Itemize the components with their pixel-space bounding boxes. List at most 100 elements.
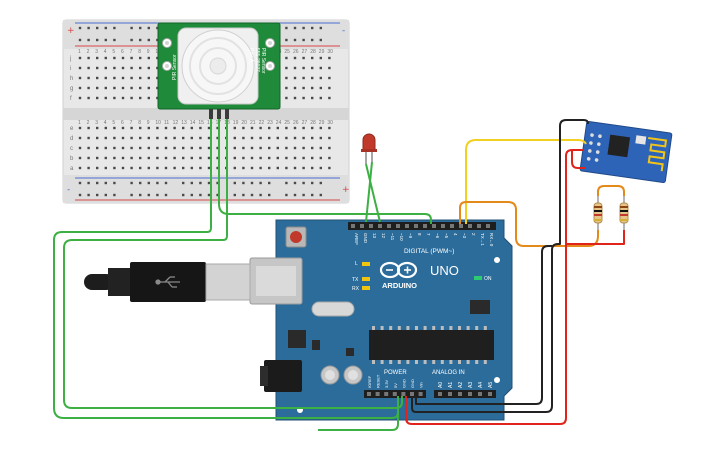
digital-pin-socket[interactable] xyxy=(468,224,472,228)
digital-pin-socket[interactable] xyxy=(423,224,427,228)
bb-hole xyxy=(121,96,125,100)
bb-col-number: 2 xyxy=(87,120,90,126)
wire-orange-resistor[interactable] xyxy=(597,185,625,196)
power-pin-socket[interactable] xyxy=(384,392,389,396)
power-pin-socket[interactable] xyxy=(410,392,414,396)
arduino-model: UNO xyxy=(430,263,459,278)
power-pin-socket[interactable] xyxy=(392,392,397,396)
digital-pin-socket[interactable] xyxy=(441,224,445,228)
wire-black-gnd-2[interactable] xyxy=(415,245,552,405)
bb-hole xyxy=(96,156,99,160)
pir-pin-2[interactable] xyxy=(217,109,221,119)
analog-pin-socket[interactable] xyxy=(438,392,442,396)
wire-green-pir-vcc[interactable] xyxy=(63,119,403,409)
bb-hole xyxy=(87,136,90,140)
power-pin-label: IOREF xyxy=(367,375,372,388)
bb-rail-hole xyxy=(113,181,116,185)
wire-black-gnd[interactable] xyxy=(411,119,589,413)
power-pin-socket[interactable] xyxy=(401,392,406,396)
digital-pin-socket[interactable] xyxy=(387,224,391,228)
wire-green-pir-signal[interactable] xyxy=(218,119,432,224)
analog-pin-socket[interactable] xyxy=(448,392,452,396)
wire-green-pir-gnd[interactable] xyxy=(53,119,399,419)
digital-pin-label: ~3 xyxy=(462,233,467,239)
esp8266-module[interactable] xyxy=(579,121,673,183)
resistor-1[interactable] xyxy=(593,196,603,230)
bb-hole xyxy=(78,96,82,100)
analog-pin-socket[interactable] xyxy=(458,392,462,396)
digital-pin-socket[interactable] xyxy=(360,224,364,228)
bb-hole xyxy=(113,76,116,80)
wire-yellow-esp-tx[interactable] xyxy=(465,139,587,224)
bb-rail-hole xyxy=(130,193,133,197)
bb-hole xyxy=(328,86,331,90)
bb-hole xyxy=(173,146,176,150)
rail-plus-bottom: + xyxy=(342,185,350,195)
bb-hole xyxy=(78,166,82,170)
bb-rail-hole xyxy=(130,26,133,30)
bb-rail-hole xyxy=(147,26,150,30)
wire-red-esp-ch[interactable] xyxy=(571,150,586,169)
arduino-uno[interactable]: L TX RX ON ARDUINO UNO DIGITAL (PWM~) AN… xyxy=(249,219,513,421)
bb-hole xyxy=(130,66,133,70)
bb-hole xyxy=(233,136,236,140)
bb-hole xyxy=(302,126,305,130)
digital-pin-socket[interactable] xyxy=(405,224,409,228)
bb-col-number: 11 xyxy=(164,120,169,126)
led-red[interactable] xyxy=(361,133,377,164)
resistor-2[interactable] xyxy=(619,196,629,230)
analog-header[interactable] xyxy=(434,390,496,398)
digital-pin-socket[interactable] xyxy=(414,224,418,228)
bb-rail-hole xyxy=(96,26,99,30)
analog-pin-socket[interactable] xyxy=(478,392,482,396)
bb-hole xyxy=(293,56,297,60)
wire-green-led-1[interactable] xyxy=(365,163,381,223)
analog-pin-socket[interactable] xyxy=(488,392,492,396)
bb-hole xyxy=(328,66,331,70)
pir-pin-3[interactable] xyxy=(225,109,229,119)
bb-hole xyxy=(156,136,159,140)
bb-hole xyxy=(147,86,150,90)
pir-pin-1[interactable] xyxy=(209,109,213,119)
bb-col-number: 16 xyxy=(207,120,213,126)
digital-pin-socket[interactable] xyxy=(486,224,490,228)
bb-hole xyxy=(293,76,297,80)
bb-hole xyxy=(216,136,219,140)
power-pin-socket[interactable] xyxy=(367,392,371,396)
bb-col-number: 8 xyxy=(138,49,141,55)
bb-hole xyxy=(285,166,288,170)
bb-hole xyxy=(96,96,99,100)
bb-hole xyxy=(87,146,90,150)
digital-header-label: DIGITAL (PWM~) xyxy=(404,248,454,255)
power-pin-socket[interactable] xyxy=(418,392,423,396)
pir-sensor[interactable]: PIR Sensor PIR Sensor 555-28027 Rev. A xyxy=(157,22,281,119)
digital-pin-socket[interactable] xyxy=(477,224,481,228)
wire-red-vcc[interactable] xyxy=(405,230,625,425)
digital-pin-socket[interactable] xyxy=(459,224,463,228)
bb-hole xyxy=(78,66,82,70)
wire-green-bottom-loop[interactable] xyxy=(318,396,399,431)
power-pin-socket[interactable] xyxy=(375,392,380,396)
bb-rail-hole xyxy=(250,193,254,197)
bb-rail-hole xyxy=(259,181,262,185)
digital-pin-socket[interactable] xyxy=(351,224,355,228)
digital-pin-socket[interactable] xyxy=(450,224,454,228)
bb-rail-hole xyxy=(216,193,219,197)
bb-rail-hole xyxy=(96,38,99,42)
digital-pin-socket[interactable] xyxy=(378,224,382,228)
bb-hole xyxy=(207,156,211,160)
bb-rail-hole xyxy=(96,181,99,185)
digital-header[interactable] xyxy=(348,222,496,230)
wire-green-led-2[interactable] xyxy=(365,161,373,223)
pir-label-right-2: 555-28027 xyxy=(254,48,260,72)
digital-pin-socket[interactable] xyxy=(369,224,373,228)
digital-pin-socket[interactable] xyxy=(396,224,400,228)
bb-row-b: b xyxy=(70,156,74,162)
analog-pin-socket[interactable] xyxy=(468,392,472,396)
bb-col-number: 10 xyxy=(155,120,161,126)
digital-pin-socket[interactable] xyxy=(432,224,436,228)
bb-hole xyxy=(311,76,314,80)
bb-hole xyxy=(173,136,176,140)
bb-col-number: 2 xyxy=(87,49,90,55)
bb-hole xyxy=(147,166,150,170)
